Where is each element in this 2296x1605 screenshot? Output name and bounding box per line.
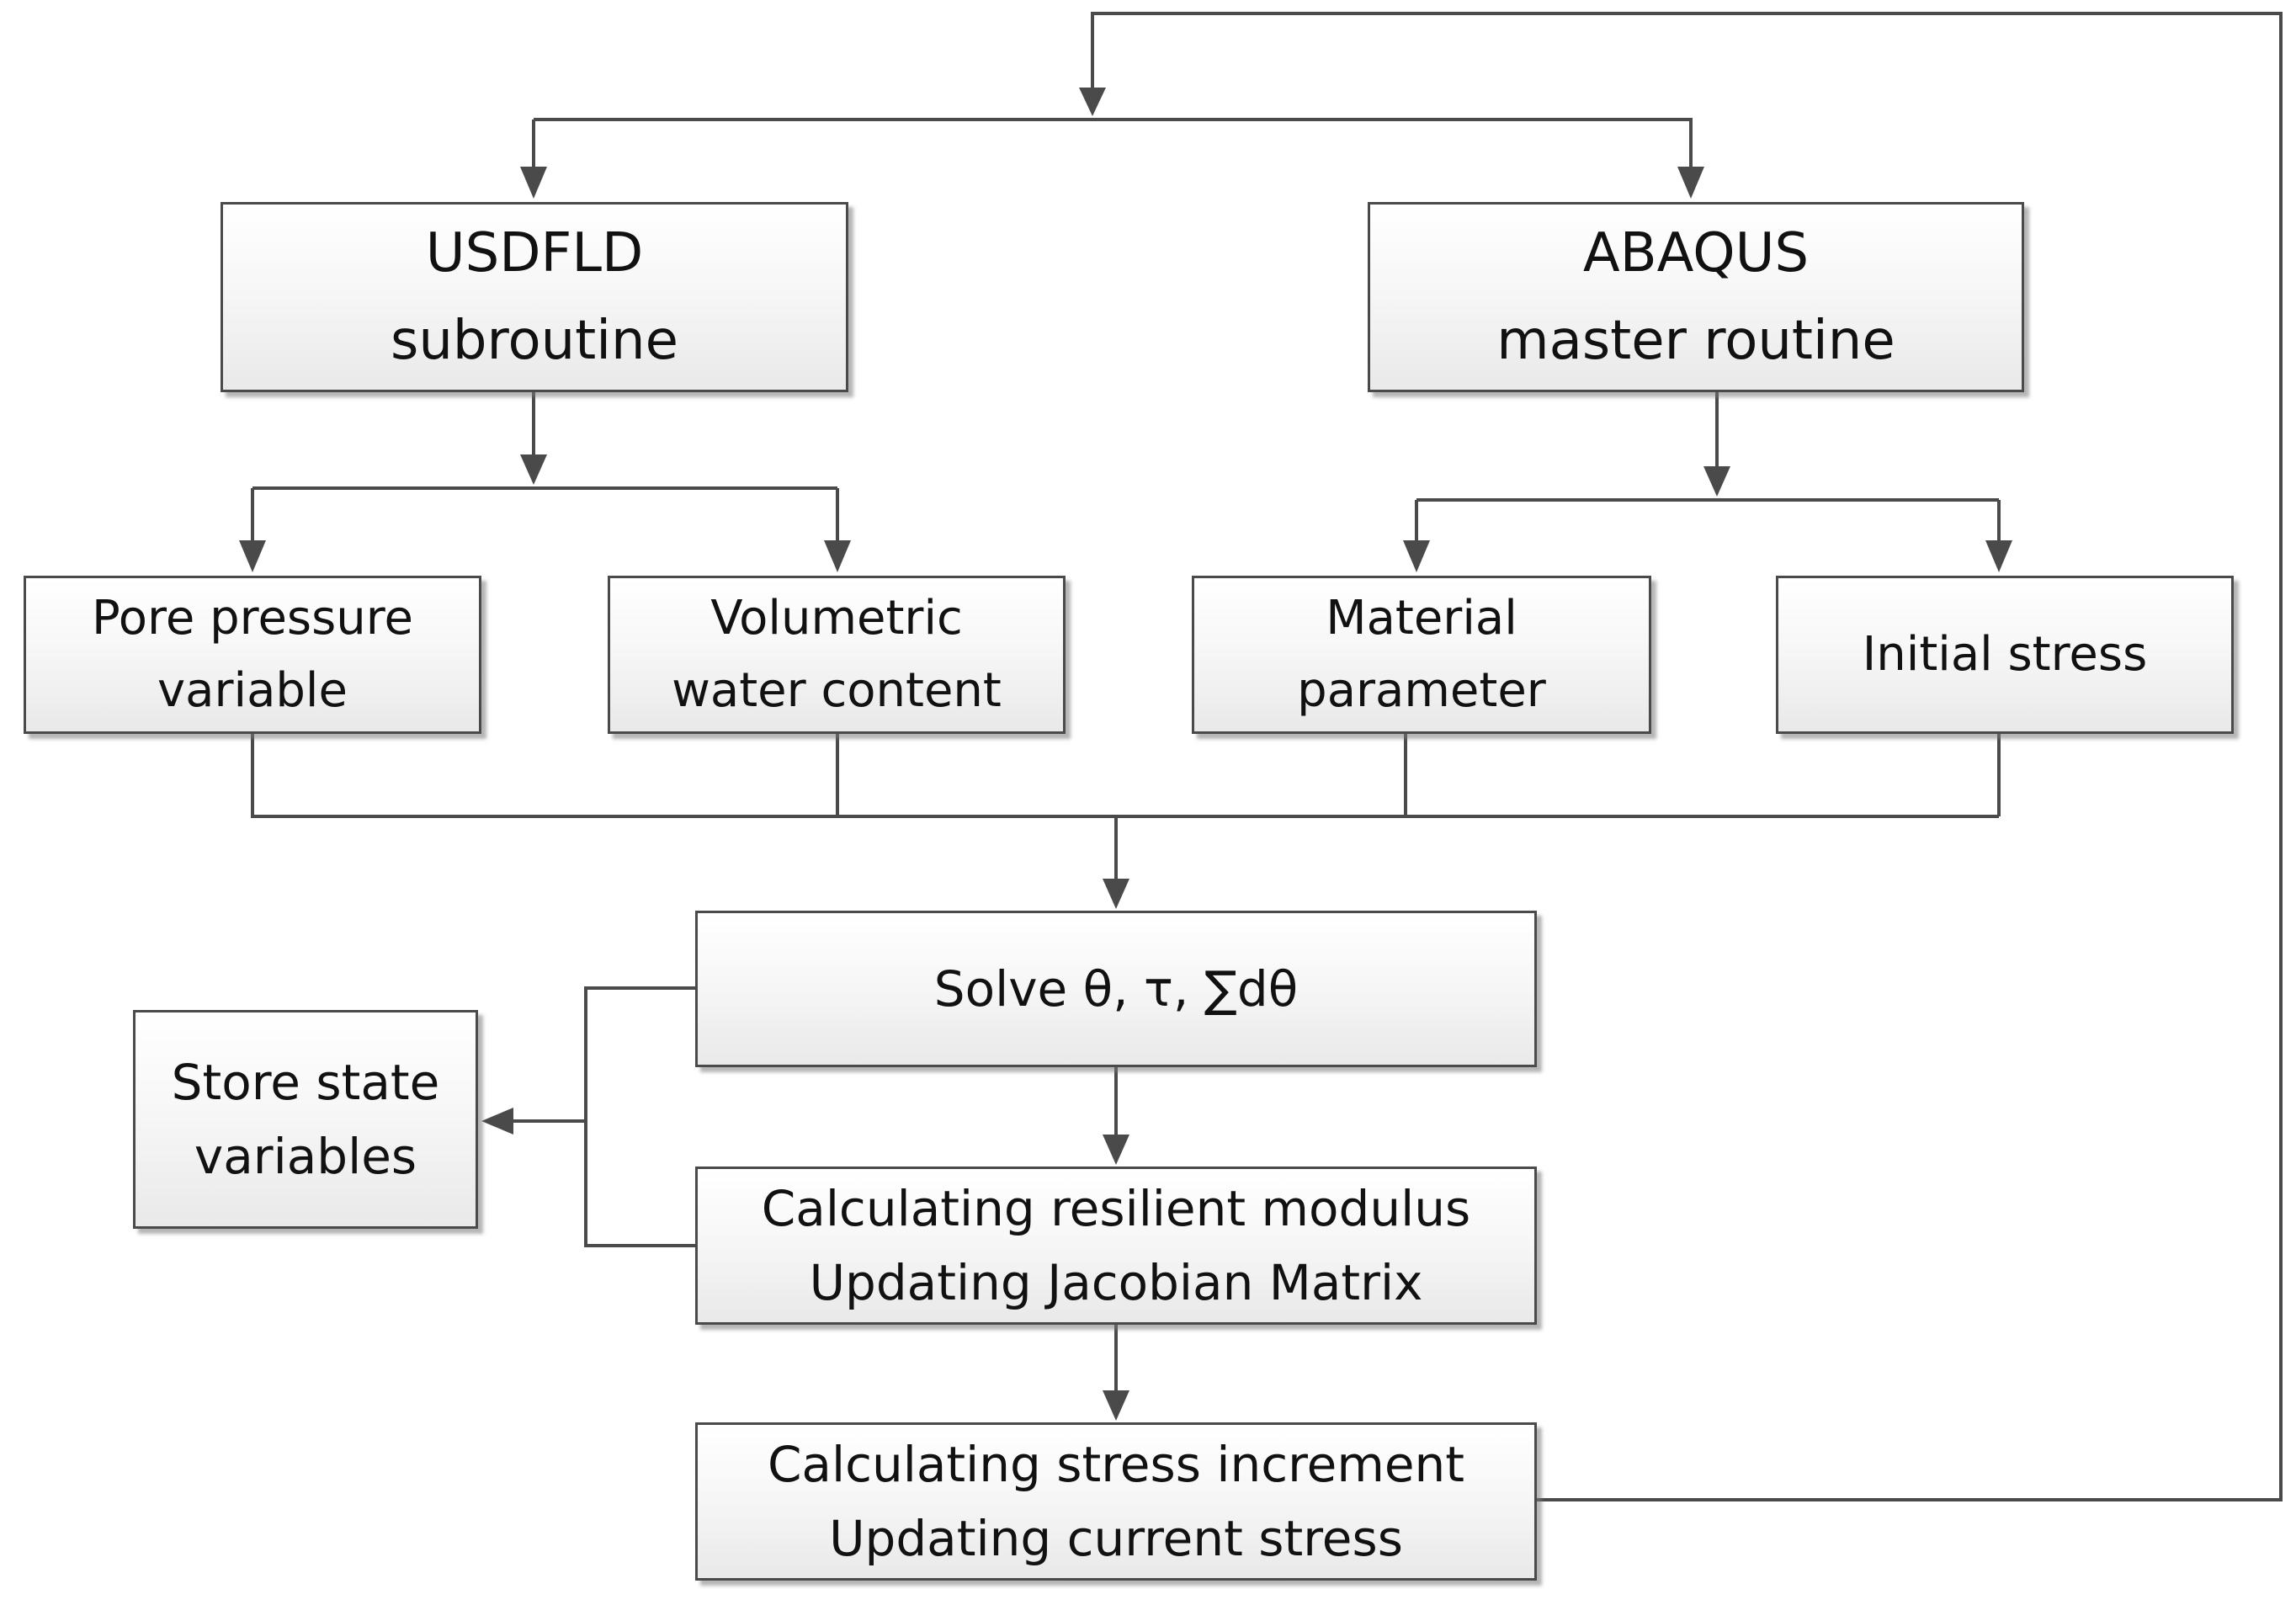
store-state-line2: variables — [194, 1128, 417, 1185]
pore-pressure-box: Pore pressure variable — [24, 576, 481, 734]
initial-stress-line1: Initial stress — [1862, 627, 2148, 682]
arrow-to-store — [481, 1108, 513, 1135]
calc-resilient-box: Calculating resilient modulus Updating J… — [695, 1167, 1537, 1325]
feedback-loop-line — [1091, 12, 2283, 1501]
abaqus-subtitle: master routine — [1496, 310, 1895, 372]
material-parameter-box: Material parameter — [1192, 576, 1651, 734]
usdfld-subtitle: subroutine — [391, 310, 678, 372]
store-state-line1: Store state — [171, 1054, 440, 1111]
volumetric-water-box: Volumetric water content — [608, 576, 1066, 734]
store-state-box: Store state variables — [133, 1010, 478, 1229]
arrow-to-material — [1403, 540, 1430, 572]
arrow-to-pore — [239, 540, 266, 572]
initial-stress-box: Initial stress — [1776, 576, 2234, 734]
calc-stress-line2: Updating current stress — [829, 1510, 1403, 1567]
usdfld-split-line — [251, 486, 839, 540]
arrow-to-solve — [1103, 879, 1129, 909]
arrow-to-resilient — [1103, 1135, 1129, 1165]
feedback-loop-arrow — [1079, 88, 1106, 116]
arrow-to-stress — [1103, 1390, 1129, 1421]
store-bracket-line — [513, 986, 695, 1247]
usdfld-subroutine-box: USDFLD subroutine — [221, 202, 848, 392]
material-parameter-line2: parameter — [1297, 663, 1546, 718]
volumetric-water-line2: water content — [672, 663, 1002, 718]
abaqus-split-line — [1415, 498, 2001, 540]
material-parameter-line1: Material — [1326, 591, 1517, 646]
top-split-line — [532, 118, 1693, 167]
arrow-to-volumetric — [824, 540, 851, 572]
arrow-to-abaqus — [1677, 167, 1704, 199]
merge-line — [251, 734, 2001, 818]
abaqus-master-routine-box: ABAQUS master routine — [1368, 202, 2024, 392]
calc-resilient-line2: Updating Jacobian Matrix — [809, 1254, 1423, 1311]
calc-resilient-line1: Calculating resilient modulus — [761, 1180, 1471, 1237]
pore-pressure-line2: variable — [157, 663, 348, 718]
solve-box: Solve θ, τ, ∑dθ — [695, 911, 1537, 1067]
calc-stress-box: Calculating stress increment Updating cu… — [695, 1422, 1537, 1581]
arrow-usdfld-split — [520, 454, 547, 485]
arrow-to-initial — [1985, 540, 2012, 572]
arrow-to-usdfld — [520, 167, 547, 199]
usdfld-title: USDFLD — [425, 222, 644, 284]
solve-line1: Solve θ, τ, ∑dθ — [933, 960, 1299, 1018]
volumetric-water-line1: Volumetric — [710, 591, 963, 646]
abaqus-title: ABAQUS — [1582, 222, 1810, 284]
calc-stress-line1: Calculating stress increment — [767, 1436, 1465, 1493]
pore-pressure-line1: Pore pressure — [92, 591, 413, 646]
arrow-abaqus-split — [1703, 466, 1730, 497]
